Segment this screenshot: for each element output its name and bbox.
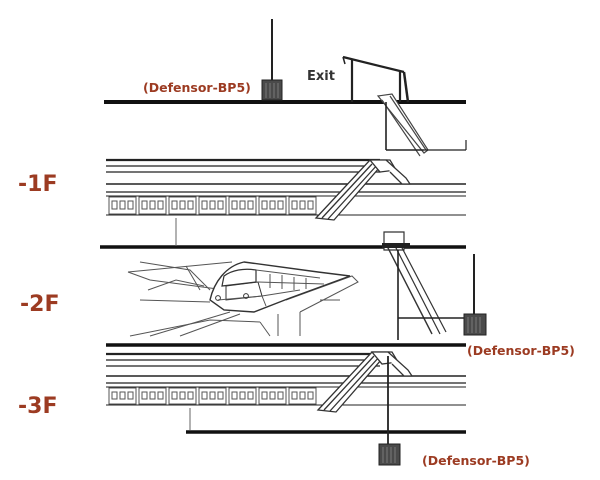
train-window: [277, 200, 284, 210]
floor-label-minus2: -2F: [20, 292, 60, 317]
escalator-lower: [382, 231, 466, 340]
train-car: [108, 196, 137, 215]
train-window: [171, 200, 178, 210]
train-window: [157, 391, 164, 400]
train-window: [307, 200, 314, 210]
defensor-device-1-icon: [261, 19, 283, 101]
train-window: [247, 391, 254, 400]
train-window: [201, 391, 208, 400]
train-window: [269, 200, 276, 210]
device-label-bottom: (Defensor-BP5): [422, 453, 530, 468]
train-window: [217, 200, 224, 210]
train-car: [168, 196, 197, 215]
train-car: [198, 196, 227, 215]
train-window: [299, 391, 306, 400]
train-car: [138, 387, 167, 405]
train-window: [201, 200, 208, 210]
train-window: [141, 200, 148, 210]
train-window: [119, 391, 126, 400]
defensor-device-2-icon: [463, 254, 487, 336]
train-window: [209, 391, 216, 400]
train-window: [149, 200, 156, 210]
train-window: [291, 200, 298, 210]
train-window: [149, 391, 156, 400]
train-window: [217, 391, 224, 400]
train-window: [239, 391, 246, 400]
train-window: [299, 200, 306, 210]
train-car: [228, 387, 257, 405]
floor-minus2-platform: [127, 261, 359, 337]
train-window: [209, 200, 216, 210]
train-window: [119, 200, 126, 210]
train-window: [187, 391, 194, 400]
train-window: [261, 391, 268, 400]
train-window: [111, 200, 118, 210]
train-car: [228, 196, 257, 215]
train-window: [307, 391, 314, 400]
train-car: [288, 196, 317, 215]
train-window: [127, 391, 134, 400]
train-window: [157, 200, 164, 210]
exit-canopy: [342, 55, 410, 103]
train-car: [108, 387, 137, 405]
train-window: [187, 200, 194, 210]
escalator-minus1: [314, 159, 412, 221]
train-car: [288, 387, 317, 405]
train-window: [247, 200, 254, 210]
train-minus3: [108, 387, 317, 405]
train-car: [198, 387, 227, 405]
defensor-device-3-icon: [378, 356, 401, 466]
train-window: [179, 200, 186, 210]
device-label-middle: (Defensor-BP5): [467, 343, 575, 358]
escalator-minus3: [316, 351, 414, 413]
train-car: [168, 387, 197, 405]
train-window: [231, 200, 238, 210]
escalator-upper: [376, 93, 467, 157]
train-window: [127, 200, 134, 210]
train-window: [269, 391, 276, 400]
train-car: [258, 387, 287, 405]
train-window: [111, 391, 118, 400]
train-window: [261, 200, 268, 210]
floor-label-minus3: -3F: [18, 394, 58, 419]
train-window: [141, 391, 148, 400]
floor-label-minus1: -1F: [18, 172, 58, 197]
device-label-top: (Defensor-BP5): [143, 80, 251, 95]
train-window: [291, 391, 298, 400]
train-car: [258, 196, 287, 215]
train-window: [171, 391, 178, 400]
train-minus1: [108, 196, 317, 215]
train-window: [277, 391, 284, 400]
train-window: [239, 200, 246, 210]
train-window: [231, 391, 238, 400]
train-car: [138, 196, 167, 215]
train-window: [179, 391, 186, 400]
exit-label: Exit: [307, 69, 335, 84]
